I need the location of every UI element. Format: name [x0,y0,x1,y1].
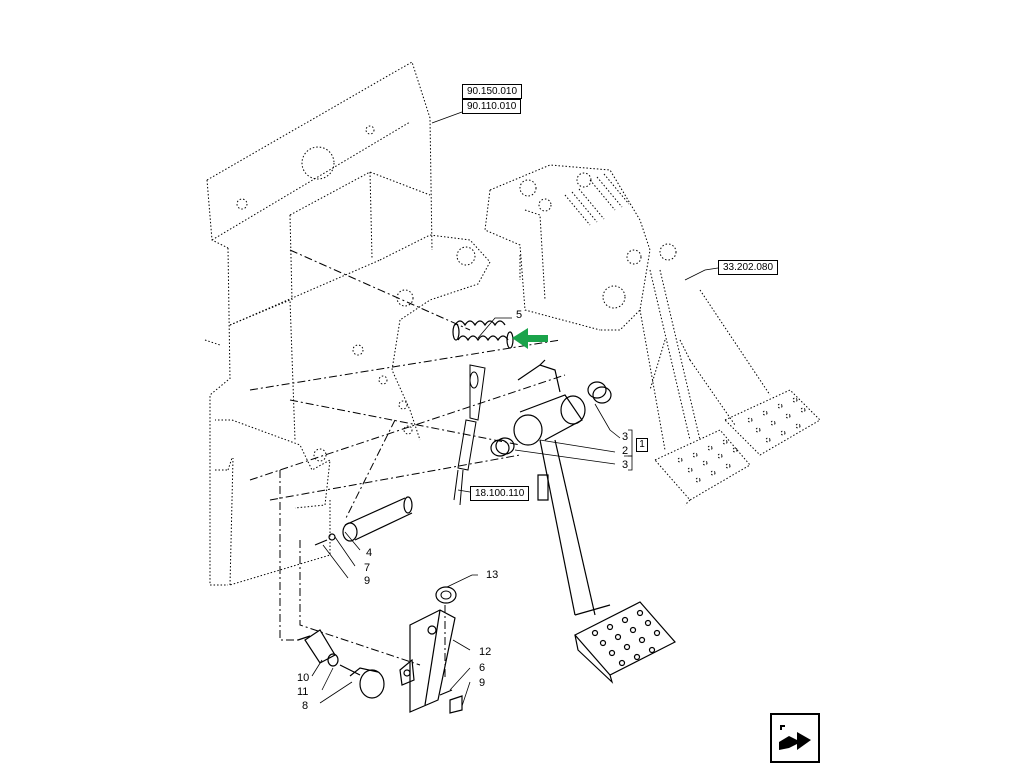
callout-10: 10 [297,672,310,684]
callout-6: 6 [479,662,486,674]
bushing-parts [490,381,612,457]
next-page-arrow-icon [779,725,811,750]
ref-label-right[interactable]: 33.202.080 [718,260,779,275]
ref-label-top-2[interactable]: 90.110.010 [462,99,522,114]
assembly-lines [249,249,566,680]
callout-8: 8 [302,700,309,712]
washer-part [435,586,457,604]
indicator-arrow-icon [512,328,548,349]
pedal-sensor [453,364,486,506]
ref-label-top-1[interactable]: 90.150.010 [462,84,523,99]
callout-5: 5 [516,309,523,321]
leader-lines [311,111,719,707]
callout-9-right: 9 [479,677,486,689]
callout-2: 2 [622,445,629,457]
callout-12: 12 [479,646,492,658]
callout-4: 4 [366,547,373,559]
ref-label-sensor[interactable]: 18.100.110 [470,486,530,501]
callout-11: 11 [297,686,309,698]
callout-13: 13 [486,569,499,581]
spring-part [452,320,514,349]
callout-3-top: 3 [622,431,629,443]
cab-frame [204,61,491,586]
brake-valve [484,164,701,451]
callout-3-bottom: 3 [622,459,629,471]
stop-bracket [399,609,456,713]
callout-9-left: 9 [364,575,371,587]
group-label-1: 1 [636,438,648,452]
callout-7: 7 [364,562,371,574]
clutch-pedal [513,359,676,684]
pedal-stop [297,629,385,699]
twin-brake-pedals [654,289,821,506]
bolt-part [439,689,463,714]
next-page-button[interactable] [770,713,820,763]
